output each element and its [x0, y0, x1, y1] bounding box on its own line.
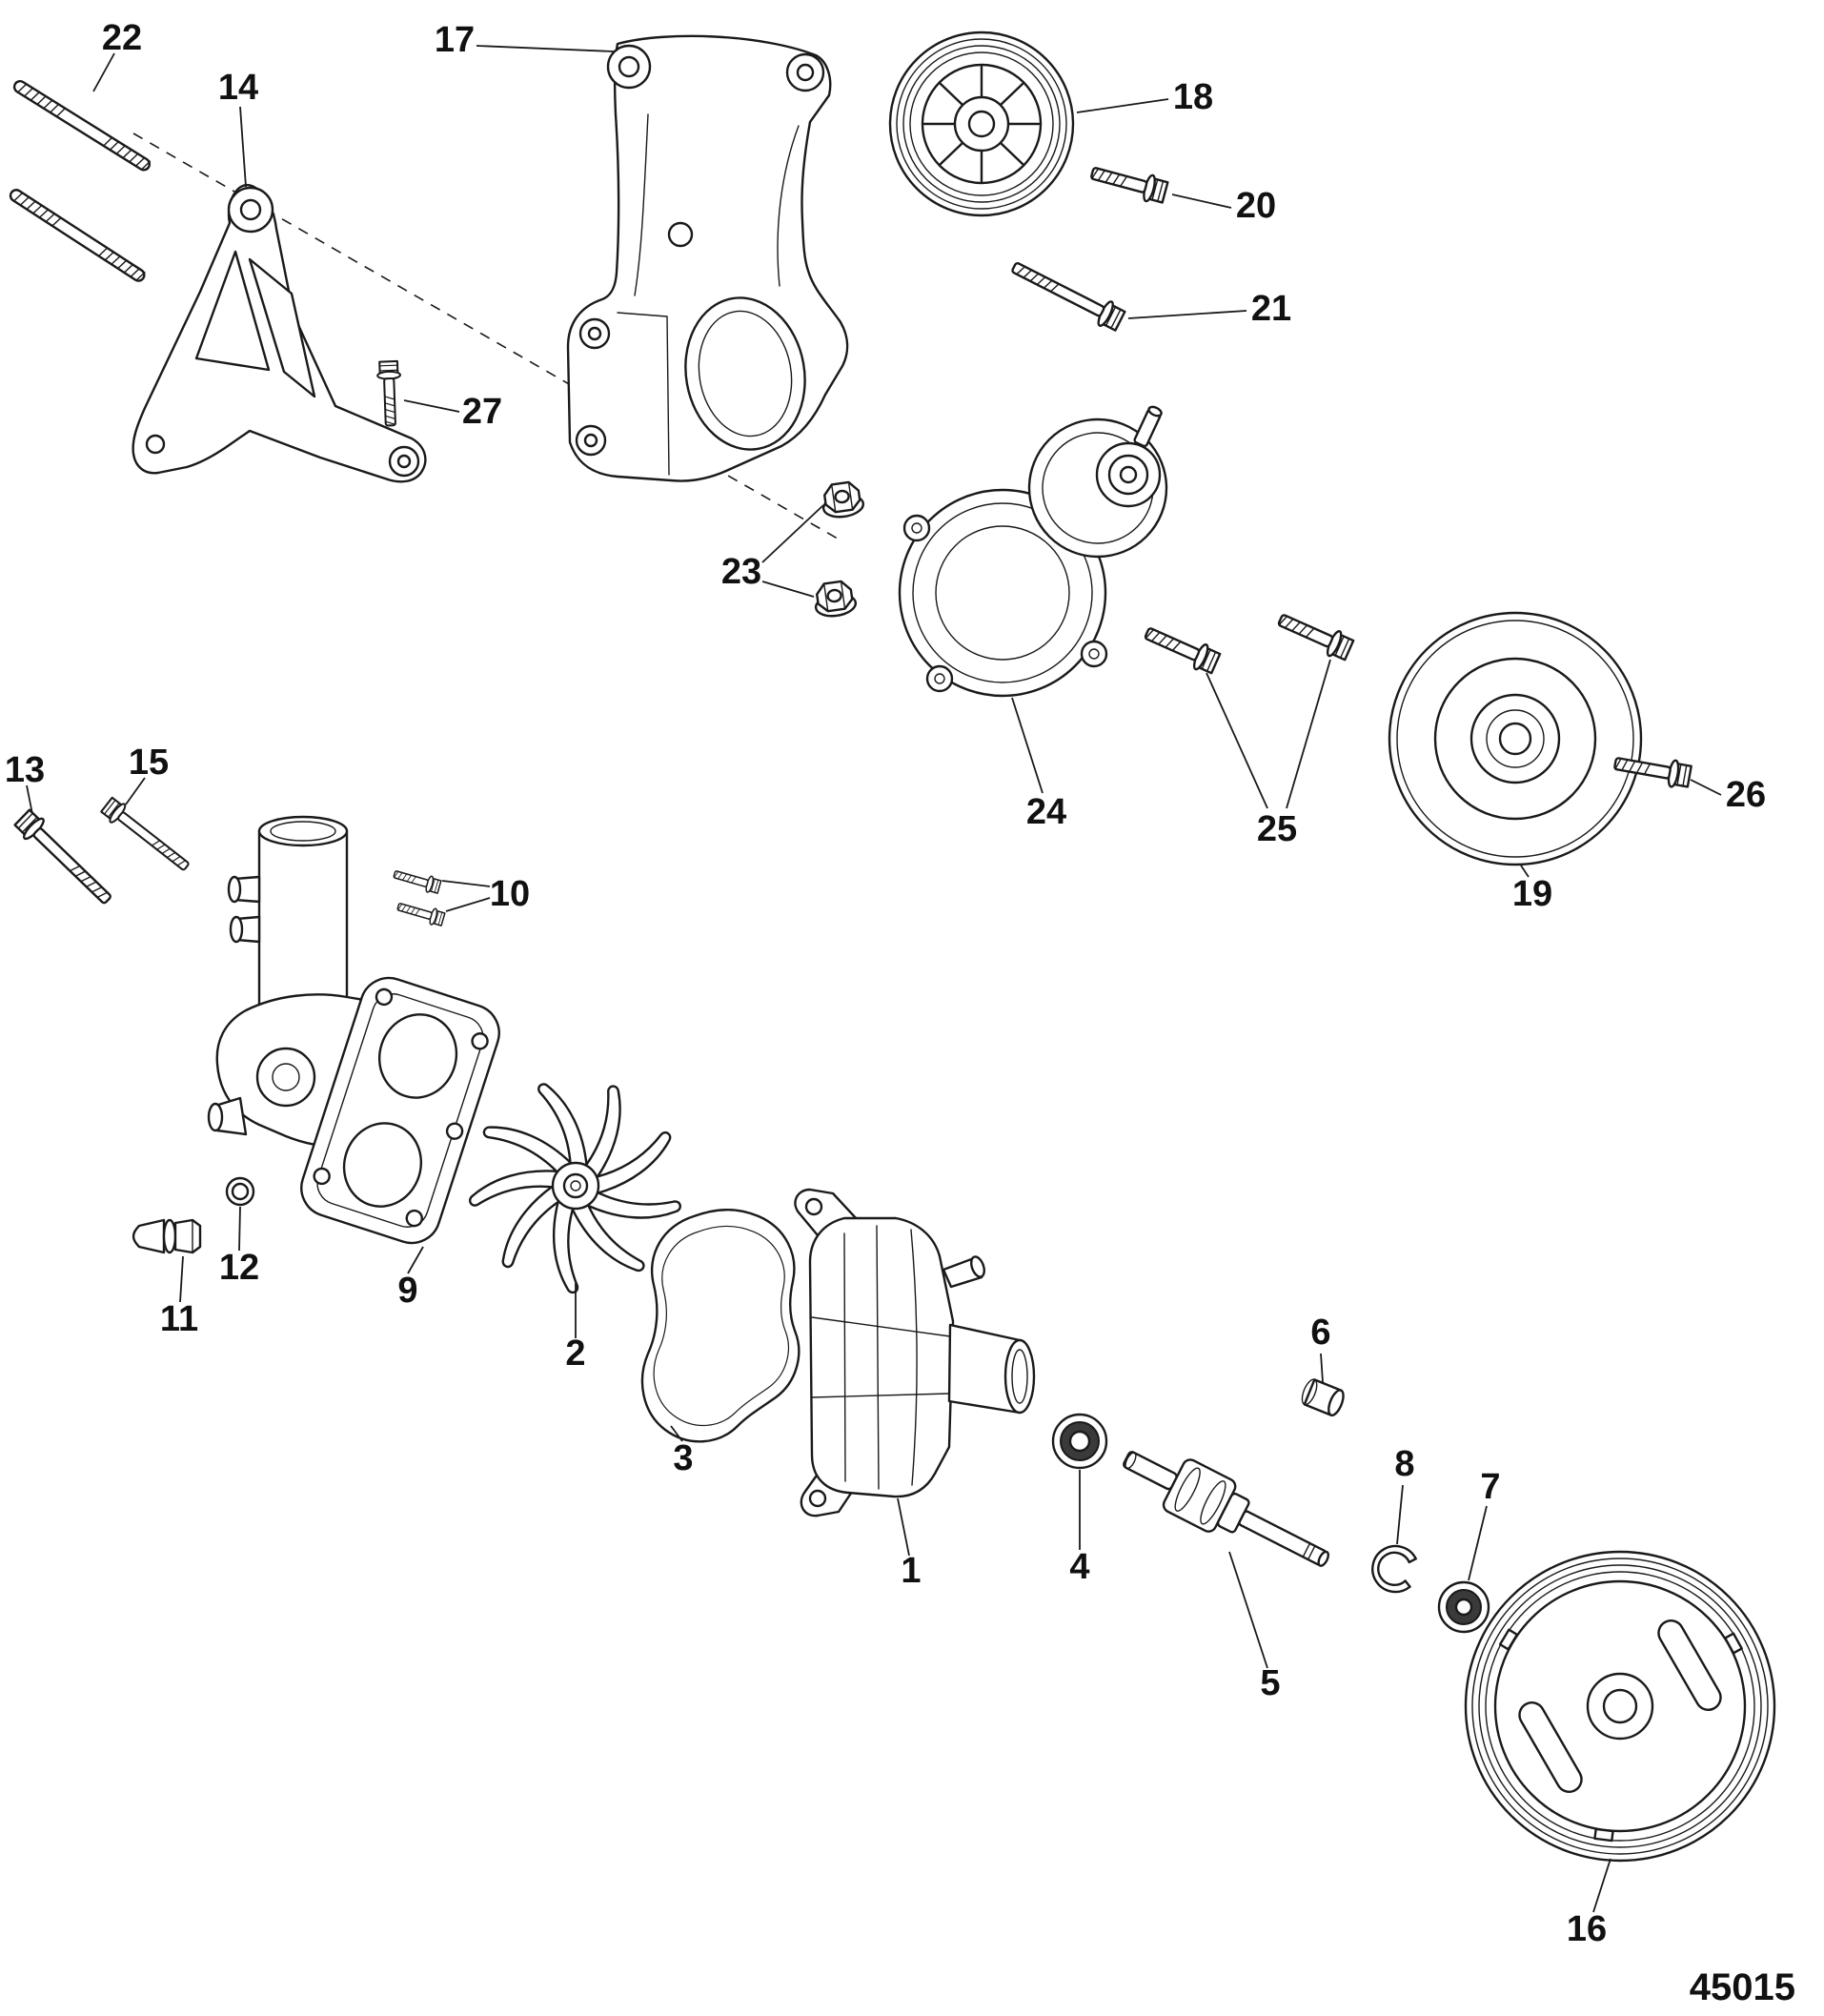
callout-2: 2 [565, 1334, 585, 1374]
callout-10: 10 [490, 874, 530, 914]
callout-3: 3 [673, 1438, 693, 1478]
part-1-pump-housing [794, 1188, 1036, 1517]
part-15-housing-bolt [98, 794, 195, 877]
part-20-flange-bolt [1087, 158, 1170, 207]
callout-22: 22 [102, 18, 142, 58]
part-11-drain-plug [132, 1218, 202, 1254]
part-7-seal [1437, 1580, 1490, 1634]
part-25-pump-bolts [1140, 605, 1356, 678]
part-27-bolt [375, 359, 403, 427]
callout-21: 21 [1251, 289, 1291, 329]
part-23-flange-nuts [811, 479, 866, 620]
callout-labels: 22 14 17 18 20 21 27 23 24 25 19 26 13 1… [5, 18, 1766, 1949]
part-19-idler-pulley [1388, 611, 1643, 866]
part-3-gasket [640, 1209, 801, 1443]
drawing-number: 45015 [1690, 1966, 1795, 2008]
callout-7: 7 [1480, 1467, 1500, 1507]
callout-9: 9 [397, 1271, 417, 1311]
part-16-drive-pulley [1464, 1550, 1776, 1863]
part-17-mounting-bracket [566, 34, 849, 482]
callout-27: 27 [462, 392, 502, 432]
part-18-ribbed-pulley [888, 31, 1075, 217]
callout-11: 11 [160, 1299, 198, 1339]
part-10-fitting-screws [391, 865, 447, 928]
callout-16: 16 [1567, 1909, 1607, 1949]
callout-15: 15 [129, 743, 169, 783]
callout-14: 14 [218, 68, 258, 108]
callout-12: 12 [219, 1248, 259, 1288]
callout-18: 18 [1173, 77, 1213, 117]
callout-26: 26 [1726, 775, 1766, 815]
part-6-bushing [1301, 1378, 1345, 1416]
callout-23: 23 [721, 552, 761, 592]
callout-13: 13 [5, 750, 45, 790]
callout-1: 1 [901, 1551, 921, 1591]
callout-8: 8 [1394, 1444, 1414, 1484]
callout-6: 6 [1310, 1313, 1330, 1353]
callout-19: 19 [1512, 874, 1552, 914]
callout-20: 20 [1236, 186, 1276, 226]
part-24-circulating-pump [898, 405, 1168, 698]
part-8-snap-ring [1371, 1544, 1417, 1594]
callout-5: 5 [1260, 1663, 1280, 1703]
part-14-triangular-bracket [132, 183, 427, 483]
part-9-distribution-housing [207, 815, 500, 1245]
part-22-mounting-studs [7, 77, 153, 285]
callout-25: 25 [1257, 809, 1297, 849]
part-12-o-ring [225, 1176, 255, 1207]
callout-17: 17 [435, 20, 475, 60]
part-4-shaft-seal [1051, 1413, 1108, 1470]
part-21-flange-bolt [1006, 254, 1127, 335]
part-13-housing-bolt [11, 806, 119, 911]
callout-24: 24 [1026, 792, 1066, 832]
leader-lines [26, 45, 1722, 1913]
part-2-impeller [467, 1082, 684, 1296]
part-5-pump-shaft [1123, 1451, 1330, 1567]
callout-4: 4 [1069, 1547, 1089, 1587]
